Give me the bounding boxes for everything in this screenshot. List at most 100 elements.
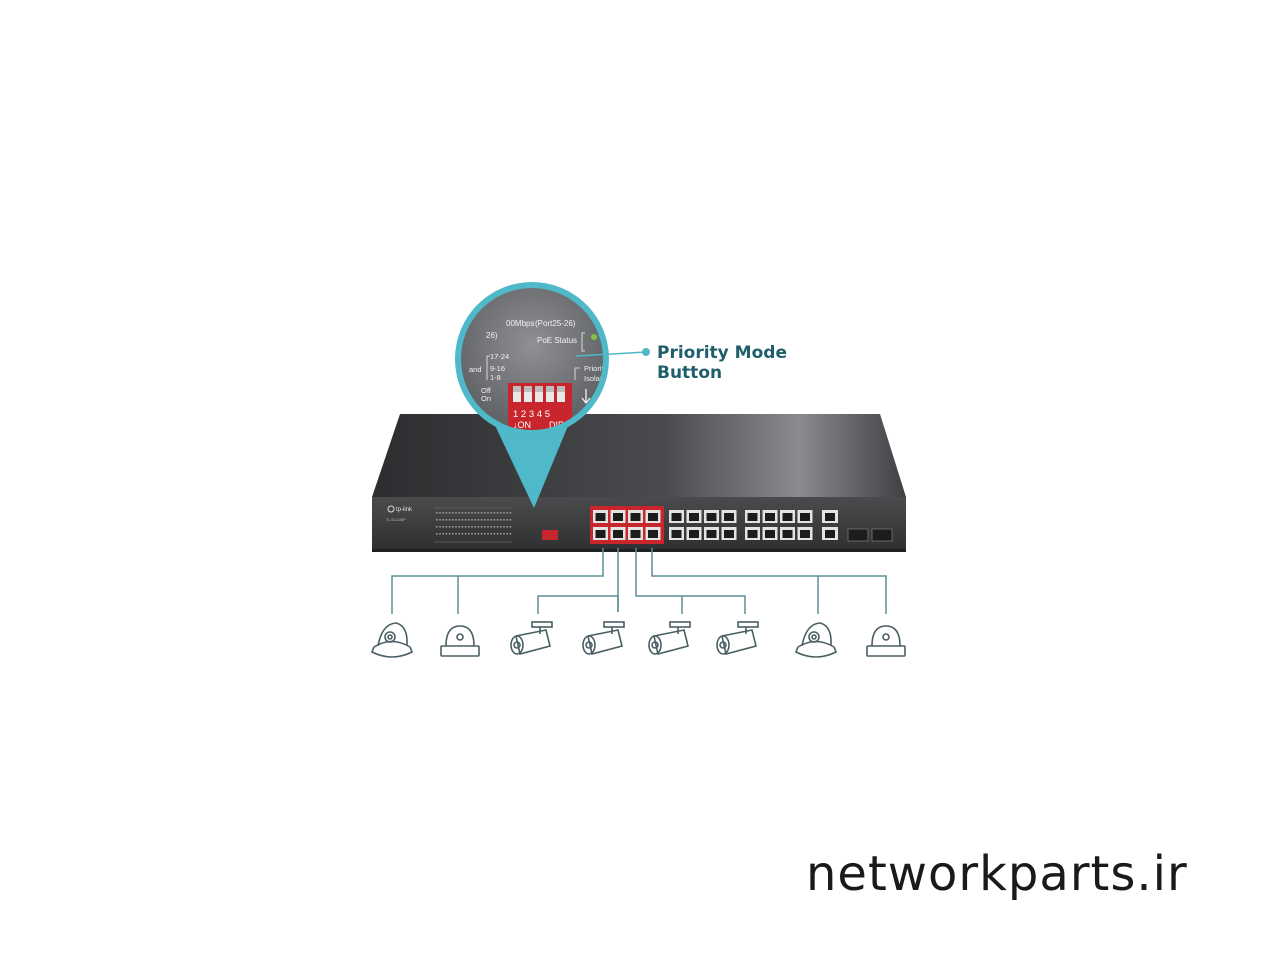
status-led [503, 519, 505, 521]
status-led [455, 526, 457, 528]
status-led [484, 512, 486, 514]
status-led [500, 512, 502, 514]
on-label: On [481, 394, 491, 403]
status-led [461, 533, 464, 535]
status-led [509, 512, 512, 514]
status-led [445, 526, 448, 528]
status-led [493, 512, 496, 514]
status-led [461, 526, 464, 528]
status-led [480, 533, 483, 535]
status-led [458, 533, 460, 535]
status-led [484, 519, 486, 521]
status-led [503, 526, 505, 528]
status-led [493, 519, 496, 521]
bullet-camera-icon [582, 621, 625, 655]
status-led [474, 533, 476, 535]
status-led [448, 533, 451, 535]
status-led [484, 533, 486, 535]
status-led [493, 533, 496, 535]
off-label: Off [481, 386, 492, 395]
status-led [464, 512, 467, 514]
poe-switch: tp-link TL-SL1226P [372, 414, 906, 552]
status-led [500, 519, 502, 521]
status-led [439, 526, 441, 528]
bullet-camera-icon [716, 621, 759, 655]
status-led [439, 519, 441, 521]
dome-camera-icon [440, 625, 480, 657]
priority-label: Priority 1-8 [584, 364, 620, 373]
deliver-text: Deliv [604, 332, 622, 341]
status-led [445, 512, 448, 514]
model-label: TL-SL1226P [386, 518, 406, 522]
status-led [506, 519, 508, 521]
status-led [474, 512, 476, 514]
watermark-text: networkparts.ir [806, 846, 1188, 902]
status-led [468, 519, 470, 521]
status-led [496, 526, 499, 528]
status-led [445, 519, 448, 521]
status-led [439, 533, 441, 535]
callout-line-1: Priority Mode [657, 343, 787, 363]
status-led [439, 512, 441, 514]
led-panel [434, 507, 512, 543]
status-led [503, 512, 505, 514]
status-led [500, 526, 502, 528]
status-led [464, 533, 467, 535]
status-led [455, 533, 457, 535]
status-led [474, 526, 476, 528]
status-led [458, 526, 460, 528]
status-led [487, 533, 489, 535]
status-led [484, 526, 486, 528]
status-led [496, 533, 499, 535]
poe-status-label: PoE Status [537, 336, 577, 345]
status-led [509, 526, 512, 528]
brand-label: tp-link [396, 507, 413, 513]
dip-numbers: 1 2 3 4 5 [513, 409, 550, 420]
port-range-text: (Port25-26) [535, 319, 576, 328]
status-led [468, 526, 470, 528]
status-led [493, 526, 496, 528]
bullet-camera-icon [510, 621, 553, 655]
connection-lines [391, 548, 887, 614]
speed-text: 00Mbps [506, 319, 534, 328]
status-led [442, 533, 444, 535]
status-led [487, 512, 489, 514]
dip-on-label: ↓ON [513, 420, 531, 430]
status-led [477, 512, 480, 514]
status-led [490, 519, 492, 521]
status-led [480, 519, 483, 521]
status-led [448, 526, 451, 528]
status-led [471, 526, 473, 528]
dome-camera-icon [794, 622, 838, 658]
status-led [509, 519, 512, 521]
status-led [490, 512, 492, 514]
status-led [455, 519, 457, 521]
status-led [442, 512, 444, 514]
dip-switch: 1 2 3 4 5 ↓ON DIP [508, 383, 572, 430]
status-led [477, 526, 480, 528]
status-led [468, 533, 470, 535]
status-led [503, 533, 505, 535]
range-1-8: 1-8 [490, 373, 501, 382]
status-led [436, 512, 438, 514]
status-led [477, 519, 480, 521]
dip-label: DIP [549, 420, 564, 430]
callout-line-2: Button [657, 363, 722, 383]
status-led [458, 512, 460, 514]
camera-row [370, 621, 906, 658]
status-led [461, 519, 464, 521]
status-led [474, 519, 476, 521]
status-led [496, 519, 499, 521]
frag-text: 26) [486, 331, 498, 340]
band-text: and [469, 365, 482, 374]
status-led [506, 526, 508, 528]
status-led [458, 519, 460, 521]
status-led [442, 526, 444, 528]
status-led [471, 512, 473, 514]
status-led [464, 526, 467, 528]
tp-link-logo: tp-link [387, 505, 413, 513]
status-led [452, 519, 454, 521]
isolation-label: Isolation 1-24 [584, 374, 629, 383]
sfp-slots [847, 528, 893, 542]
